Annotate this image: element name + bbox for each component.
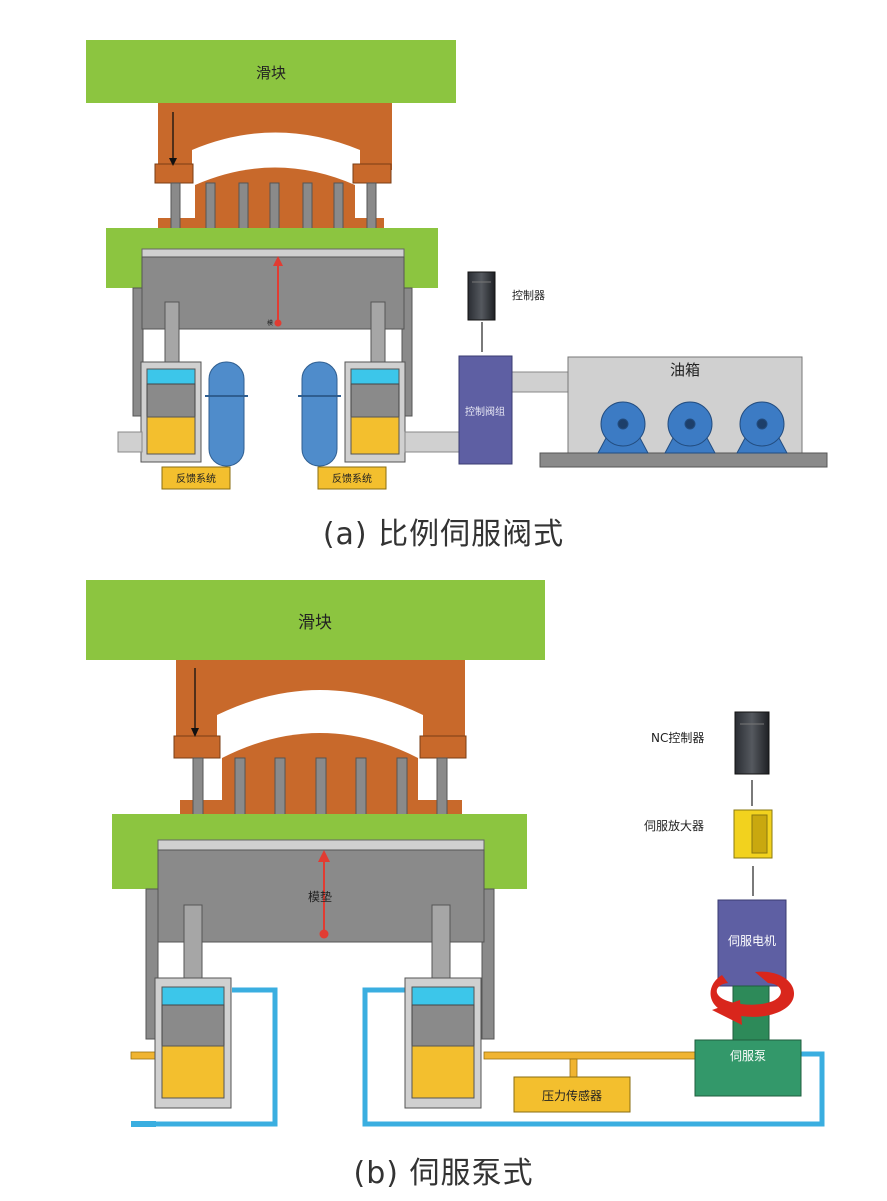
servo-pump-label-b: 伺服泵 [730,1049,766,1063]
cyl-left-b-oil [161,1045,225,1099]
servo-motor-label-b: 伺服电机 [728,934,776,948]
cyl-right-a-piston [350,383,400,418]
pump-motor-a-3 [736,401,788,454]
rotation-arrow-head-b [712,1000,742,1025]
slider-label-b: 滑块 [298,613,332,633]
accumulator-right-a [298,361,341,467]
pipe-left-pressure-b [130,1051,157,1060]
cyl-left-b-piston [161,1004,225,1047]
pipe-to-valve-a [404,431,460,453]
servo-amp-label-b: 伺服放大器 [644,818,704,833]
nc-controller-label-b: NC控制器 [651,731,704,745]
cushion-arrow-head-a [273,256,283,266]
return-pipes-b [131,987,825,1127]
cushion-body-b [157,849,485,943]
acc-left-a-body [208,361,245,467]
frame-left-a [132,287,144,417]
pump-motors-a [597,401,788,454]
cyl-left-a-cyan [146,368,196,385]
controller-icon-a [467,271,496,321]
accumulator-left-a [205,361,248,467]
servo-pump-body-b [694,1039,802,1097]
pipe-left-a [117,431,143,453]
cushion-top-plate-a [141,248,405,258]
cyl-left-a-piston [146,383,196,418]
cushion-label-b: 模垫 [308,889,332,904]
cyl-right-a-cyan [350,368,400,385]
servo-motor-body-b [717,899,787,987]
cushion-arrow-head-b [318,850,330,862]
frame-right-b [481,888,495,1040]
upper-die-foot-right-b [419,735,467,759]
frame-right-a [401,287,413,417]
valve-block-a [458,355,513,465]
pipe-to-sensor-b [569,1058,578,1080]
pressure-sensor-label-b: 压力传感器 [542,1088,602,1103]
cyl-right-b-oil [411,1045,475,1099]
upper-die-arch-a [158,103,392,170]
cyl-right-b-piston [411,1004,475,1047]
stroke-arrow-head-b [191,728,199,737]
pressure-sensor-box-b [513,1076,631,1113]
pump-motor-a-1-hub [617,418,629,430]
feedback-label-left-a: 反馈系统 [176,472,216,485]
slider-label-a: 滑块 [256,64,286,82]
feedback-box-right-a [317,466,387,490]
valve-label-a: 控制阀组 [465,405,505,418]
controller-label-a: 控制器 [512,288,545,302]
pump-motor-a-1 [597,401,649,454]
cushion-mark-a: 模 [267,319,273,327]
cushion-top-plate-b [157,839,485,851]
cushion-arrow-dot-b [319,929,329,939]
caption-b: (b) 伺服泵式 [353,1156,534,1191]
diagram-b: 滑块 模垫 [86,580,825,1127]
feedback-box-left-a [161,466,231,490]
ejector-pins-a [170,182,377,250]
cyl-left-a-oil [146,416,196,455]
pipe-valve-tank-a [511,371,571,393]
caption-a: (a) 比例伺服阀式 [322,517,565,552]
cylinder-right-b [404,904,482,1109]
upper-die-foot-left-a [154,163,194,184]
upper-die-foot-right-a [352,163,392,184]
cyl-right-a-oil [350,416,400,455]
pipe-left-return-b [131,987,278,1127]
feedback-label-right-a: 反馈系统 [332,472,372,485]
cyl-right-b-cyan [411,986,475,1006]
cylinder-left-b [154,904,232,1109]
upper-die-arch-b [176,660,465,738]
upper-die-foot-left-b [173,735,221,759]
pump-motor-a-2 [664,401,716,454]
pump-motor-a-3-hub [756,418,768,430]
pipe-right-pressure-b [483,1051,697,1060]
cushion-body-a [141,256,405,330]
nc-controller-icon-b [734,711,770,775]
acc-right-a-body [301,361,338,467]
cylinder-left-a [140,301,202,463]
cyl-left-b-cyan [161,986,225,1006]
cylinder-right-a [344,301,406,463]
tank-base-a [539,452,828,468]
diagram-a: 滑块 模 [86,40,828,490]
pump-motor-a-2-hub [684,418,696,430]
pipe-left-return-b-cap [131,1121,156,1127]
cushion-arrow-dot-a [274,319,282,327]
slider-block-b [86,580,545,660]
pipe-right-return-b [362,987,825,1127]
slider-block-a [86,40,456,103]
servo-amp-icon-b-panel [751,814,768,854]
tank-label-a: 油箱 [670,361,700,379]
stroke-arrow-head-a [169,158,177,166]
